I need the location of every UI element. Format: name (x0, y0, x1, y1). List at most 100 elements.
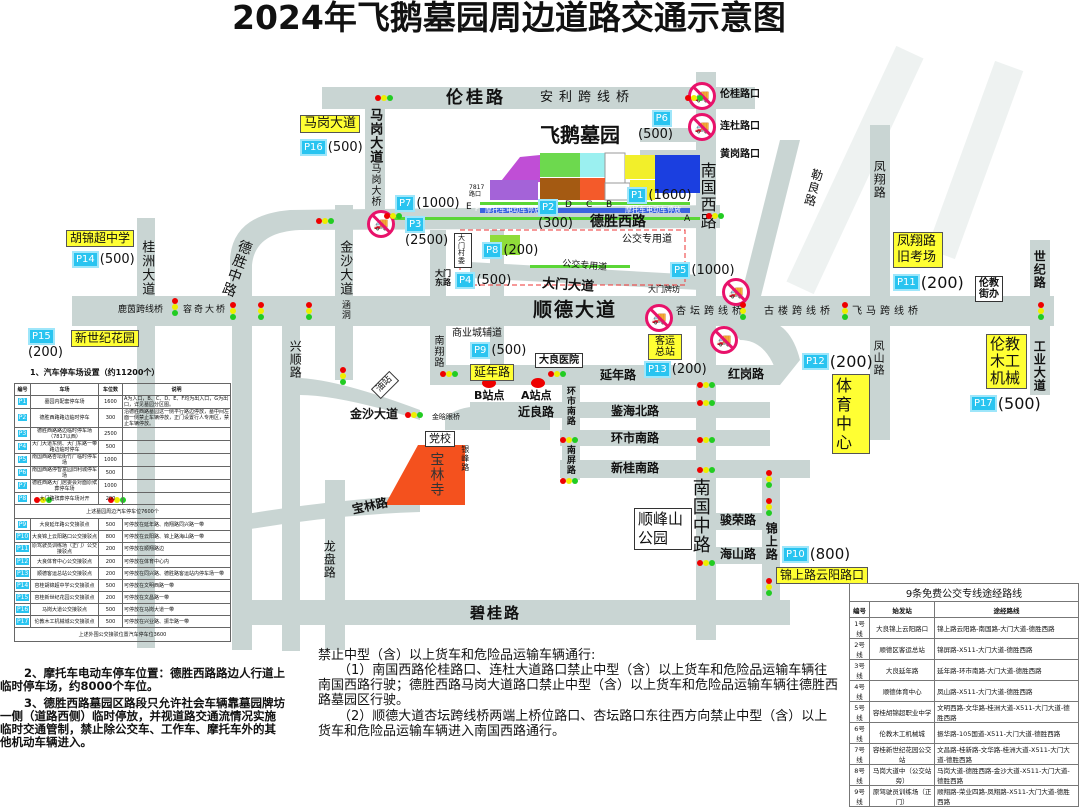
parking-p16[interactable]: P16(500) (300, 139, 363, 156)
road-nanguo-west: 南国西路 (697, 162, 717, 230)
table-cell: 容桂新世纪花园公交接驳点 (30, 591, 99, 604)
light (842, 314, 848, 320)
parking-p14[interactable]: P14(500) (72, 251, 135, 268)
light (1038, 314, 1044, 320)
light (411, 412, 417, 418)
keyun-stop: 客运总站 (648, 334, 682, 360)
bridge-gulou: 古楼跨线桥 (764, 306, 834, 317)
parking-id: P8 (482, 242, 503, 259)
road-nanping: 南屏路 (564, 445, 575, 475)
light (766, 498, 772, 504)
parking-p7[interactable]: P7(1000) (395, 195, 460, 212)
road-junrong: 骏荣路 (720, 513, 757, 527)
light (340, 367, 346, 373)
road-shiji: 世纪路 (1032, 250, 1047, 289)
light (712, 213, 718, 219)
parking-p3[interactable]: P3(2500) (405, 216, 448, 248)
fengxiang-exam-stop: 凤翔路旧考场 (893, 232, 943, 268)
parking-p17[interactable]: P17(500) (970, 394, 1041, 413)
bus-lane-1: 公交专用道 (622, 234, 672, 245)
junction-lianzhu: 连杜路口 (720, 121, 760, 132)
parking-id: P13 (16, 569, 30, 577)
table-cell: 南国西路杏坛街竹厂临时停车场 (30, 453, 99, 467)
column-header: 编号 (848, 601, 871, 618)
table-cell: P7 (14, 479, 31, 493)
light (306, 308, 312, 314)
parking-p12[interactable]: P12(200) (802, 352, 873, 371)
traffic-light-icon (697, 400, 715, 406)
table-cell: 3号线 (848, 659, 871, 681)
parking-id: P11 (893, 274, 920, 291)
table-cell: 大门大道东侧、大门东路一带路边临时停车 (30, 440, 99, 454)
parking-id: P2 (538, 199, 559, 216)
light (572, 437, 578, 443)
light (766, 504, 772, 510)
table-row: 6号线伦教木工机械城振华路-105国道-X511-大门大道-德胜西路 (848, 722, 1079, 744)
light (709, 467, 715, 473)
traffic-light-icon (375, 95, 393, 101)
table-cell: 800 (98, 530, 123, 543)
table-cell: P10 (14, 530, 31, 543)
light (697, 437, 703, 443)
traffic-light-icon (230, 302, 236, 320)
no-truck-icon: 🚚 (710, 326, 738, 354)
parking-count: (200) (671, 362, 707, 377)
table-cell: 可停放在兴业路、振华路一带 (122, 615, 231, 628)
parking-id: P6 (651, 110, 672, 127)
light (697, 560, 703, 566)
column-header: 说明 (122, 383, 231, 396)
traffic-light-icon (766, 578, 772, 596)
parking-p10[interactable]: P10(800) (782, 545, 850, 563)
light (709, 437, 715, 443)
parking-p2[interactable]: P2(300) (538, 199, 573, 231)
parking-id: P4 (455, 272, 476, 289)
traffic-light-icon (316, 218, 334, 224)
light (384, 213, 390, 219)
road-longpan: 龙盘路 (322, 540, 337, 579)
light (554, 371, 560, 377)
parking-p4[interactable]: P4(500) (455, 272, 511, 289)
traffic-light-icon (766, 470, 772, 488)
parking-p6[interactable]: P6(500) (638, 110, 673, 142)
parking-table-heading: 1、汽车停车场设置（约11200个） (30, 368, 160, 377)
bridge-rongqi: 容奇大桥 (183, 305, 228, 315)
parking-count: (1000) (416, 196, 460, 211)
parking-p11[interactable]: P11(200) (893, 273, 964, 292)
table-cell: 锦屏路-X511-大门大道-德胜西路 (934, 638, 1079, 660)
table-cell: P14 (14, 579, 31, 592)
parking-count: (500) (476, 273, 512, 288)
table-cell: 大良锦上云阳路口公交接驳点 (30, 530, 99, 543)
traffic-light-icon (340, 367, 346, 385)
table-cell: P11 (14, 542, 31, 556)
table-cell: 可停放在同兴路、德胜路客运站内停车场一带 (122, 567, 231, 580)
parking-p13[interactable]: P13(200) (644, 361, 707, 378)
parking-p9[interactable]: P9(500) (470, 342, 526, 359)
traffic-light-icon (560, 437, 578, 443)
parking-p1[interactable]: P1(1600) (627, 187, 692, 204)
bridge-xingtan: 杏坛跨线桥 (676, 306, 746, 317)
light (740, 314, 746, 320)
light (417, 412, 423, 418)
light (387, 95, 393, 101)
table-cell: 可停放在文明西路一带 (122, 579, 231, 592)
parking-id: P16 (300, 139, 327, 156)
light (709, 382, 715, 388)
parking-p15[interactable]: P15(200) (28, 328, 63, 360)
parking-p5[interactable]: P5(1000) (670, 262, 735, 279)
table-cell: 马岗大道中（公交站旁） (869, 764, 936, 786)
light (697, 382, 703, 388)
light (766, 590, 772, 596)
truck-restriction-2: （2）顺德大道杏坛跨线桥两端上桥位路口、杏坛路口东往西方向禁止中型（含）以上货车… (318, 709, 828, 739)
road-yinfeng: 银峰路 (460, 445, 470, 472)
table-cell: P15 (14, 591, 31, 604)
parking-id: P8 (17, 494, 28, 502)
parking-p8[interactable]: P8(200) (482, 242, 538, 259)
table-cell: 500 (98, 579, 123, 592)
parking-id: P6 (17, 469, 28, 476)
